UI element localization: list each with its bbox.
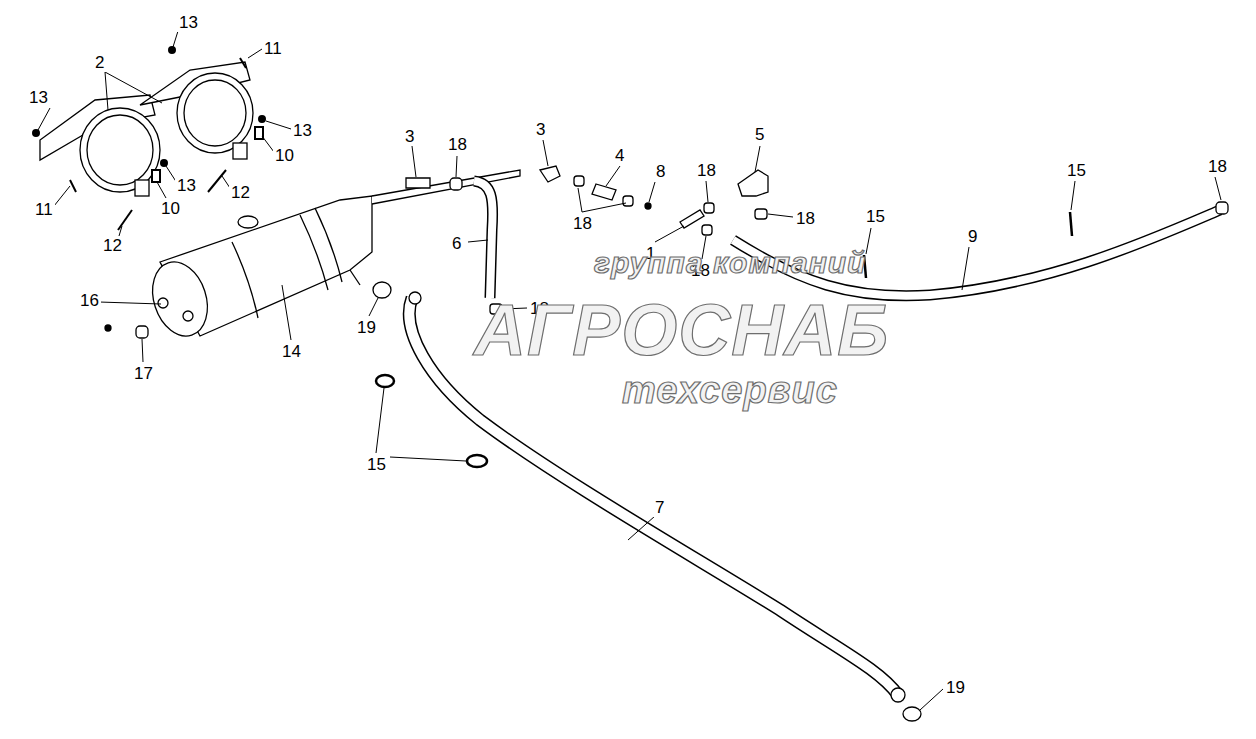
callout-number: 3 <box>534 120 547 139</box>
callout-number: 15 <box>365 455 388 474</box>
callout-number: 18 <box>571 214 594 233</box>
callout-number: 2 <box>93 53 106 72</box>
callout-number: 15 <box>1065 161 1088 180</box>
hose-6 <box>474 181 493 298</box>
bolts <box>33 47 265 230</box>
callout-number: 12 <box>229 183 252 202</box>
callout-number: 13 <box>175 176 198 195</box>
callout-number: 13 <box>291 121 314 140</box>
callout-number: 11 <box>33 200 55 219</box>
watermark-text: техсервис <box>622 371 838 409</box>
callout-number: 13 <box>177 13 200 32</box>
callout-number: 14 <box>280 342 303 361</box>
hose-7 <box>409 292 905 702</box>
callout-number: 9 <box>966 227 979 246</box>
callout-number: 12 <box>101 236 124 255</box>
callout-number: 10 <box>273 146 296 165</box>
callout-number: 8 <box>654 162 667 181</box>
callout-number: 18 <box>446 135 469 154</box>
leader-lines <box>38 31 1221 710</box>
watermark-text: группа компаний <box>594 248 866 278</box>
callout-number: 18 <box>695 161 718 180</box>
callout-number: 15 <box>864 207 887 226</box>
callout-number: 18 <box>794 209 817 228</box>
callout-number: 16 <box>78 291 101 310</box>
callout-number: 19 <box>944 678 967 697</box>
callout-number: 5 <box>753 125 766 144</box>
callout-number: 13 <box>27 88 50 107</box>
cable-ties <box>376 212 1072 467</box>
callout-number: 4 <box>613 146 626 165</box>
watermark-text: АГРОСНАБ <box>474 294 889 366</box>
callout-number: 19 <box>355 318 378 337</box>
callout-number: 18 <box>1206 157 1229 176</box>
callout-number: 6 <box>450 234 463 253</box>
callout-number: 3 <box>403 127 416 146</box>
callout-number: 10 <box>159 199 182 218</box>
callout-number: 7 <box>653 498 666 517</box>
clamp-brackets <box>40 62 253 196</box>
fittings <box>105 166 1228 721</box>
callout-number: 17 <box>132 364 155 383</box>
callout-number: 11 <box>262 39 284 58</box>
air-tank <box>144 170 520 343</box>
